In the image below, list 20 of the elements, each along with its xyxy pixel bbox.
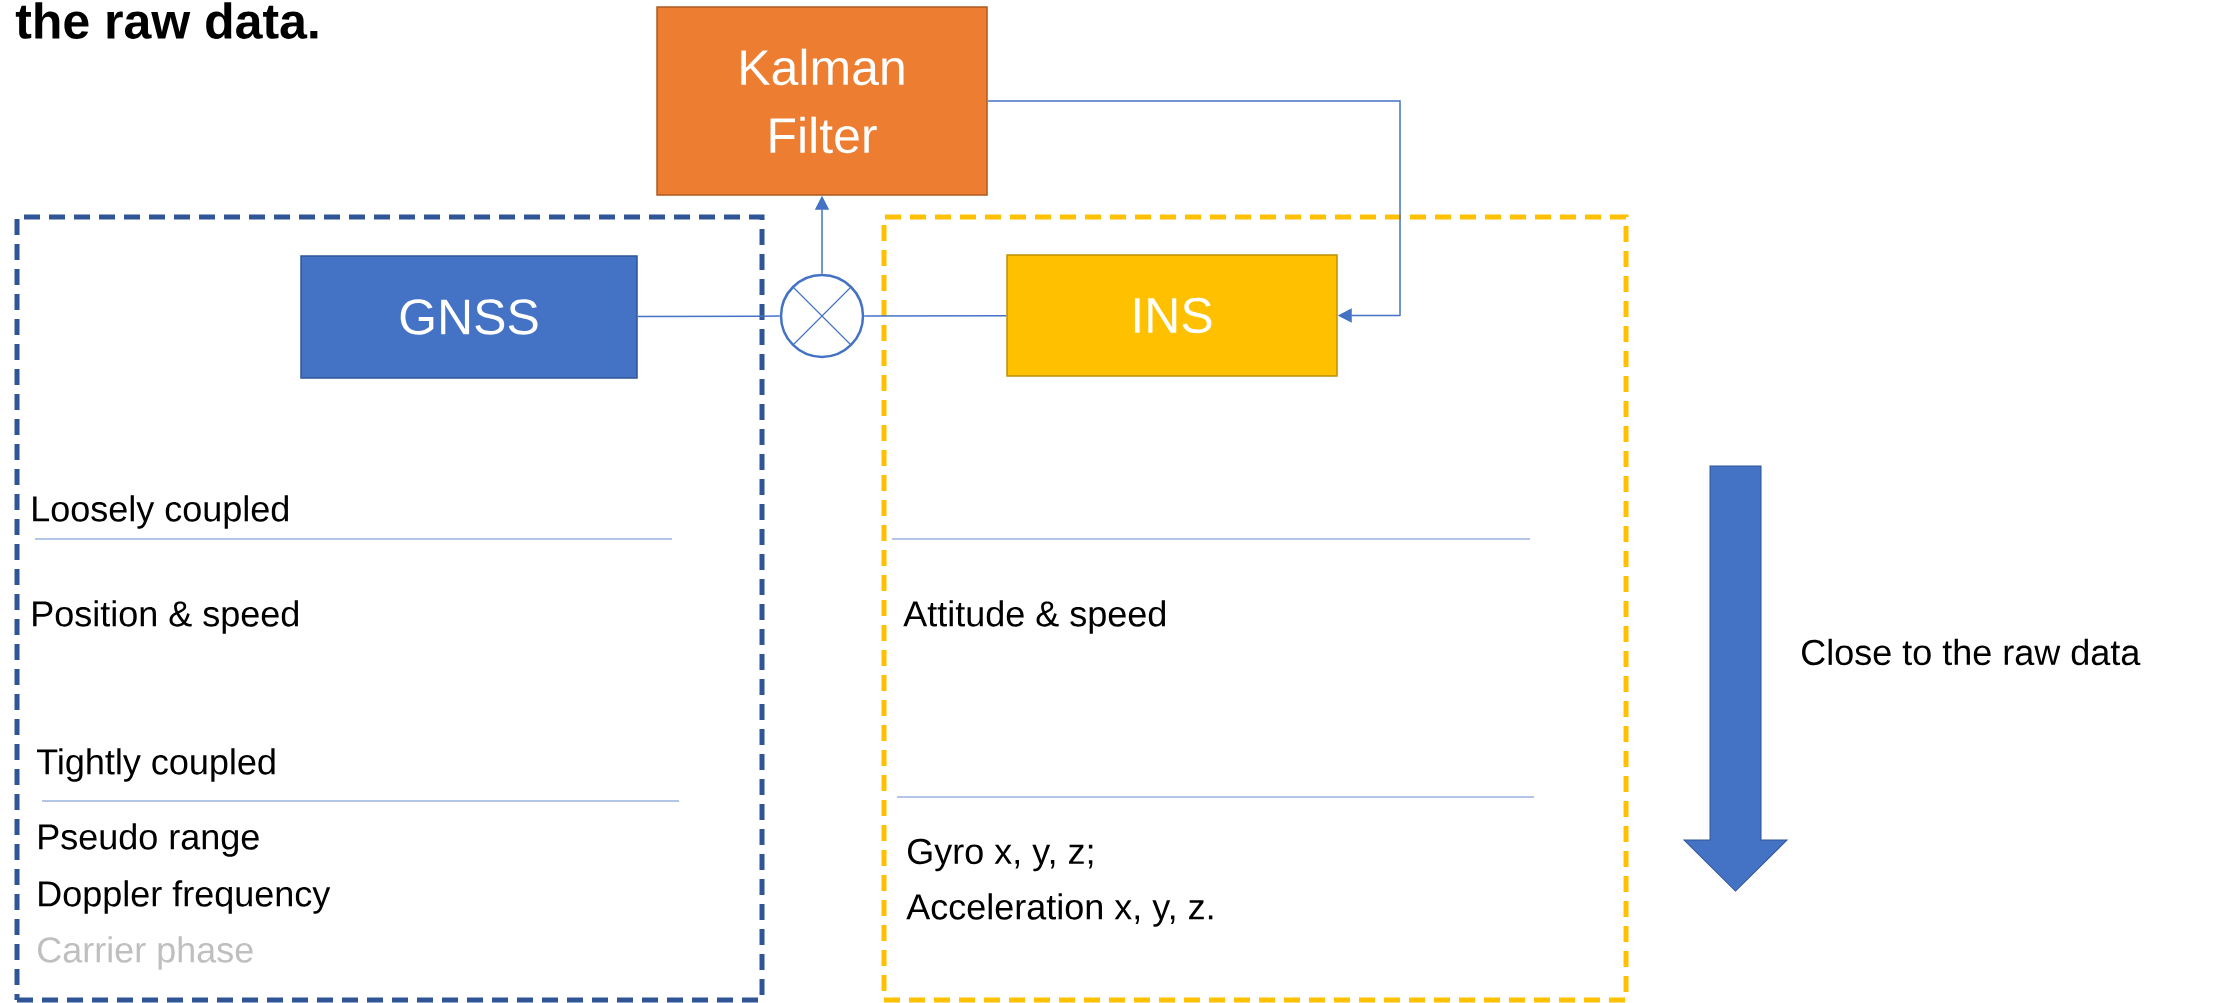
text-label: Acceleration x, y, z.	[906, 893, 1213, 927]
connector-line	[637, 315, 781, 318]
text-label: Pseudo range	[39, 823, 259, 857]
text-label: Gyro x, y, z;	[908, 838, 1093, 872]
text-label: Attitude & speed	[903, 600, 1165, 634]
text-label: Doppler frequency	[39, 880, 331, 914]
text-label: Close to the raw data	[1802, 638, 2141, 666]
text-label: Tightly coupled	[37, 748, 275, 782]
text-label: Carrier phase	[38, 936, 253, 970]
multiplier-symbol	[779, 273, 865, 359]
dashed-frame	[881, 214, 1629, 1003]
process-box: Kalman Filter	[656, 6, 988, 196]
process-box: GNSS	[300, 255, 638, 379]
dashed-frame	[14, 214, 765, 1003]
heading: the raw data.	[15, 2, 318, 39]
text-label: Loosely coupled	[33, 495, 288, 529]
process-box: INS	[1006, 254, 1338, 377]
text-label: Position & speed	[33, 600, 298, 634]
connector-line	[863, 315, 1007, 317]
arrow	[987, 100, 1401, 323]
